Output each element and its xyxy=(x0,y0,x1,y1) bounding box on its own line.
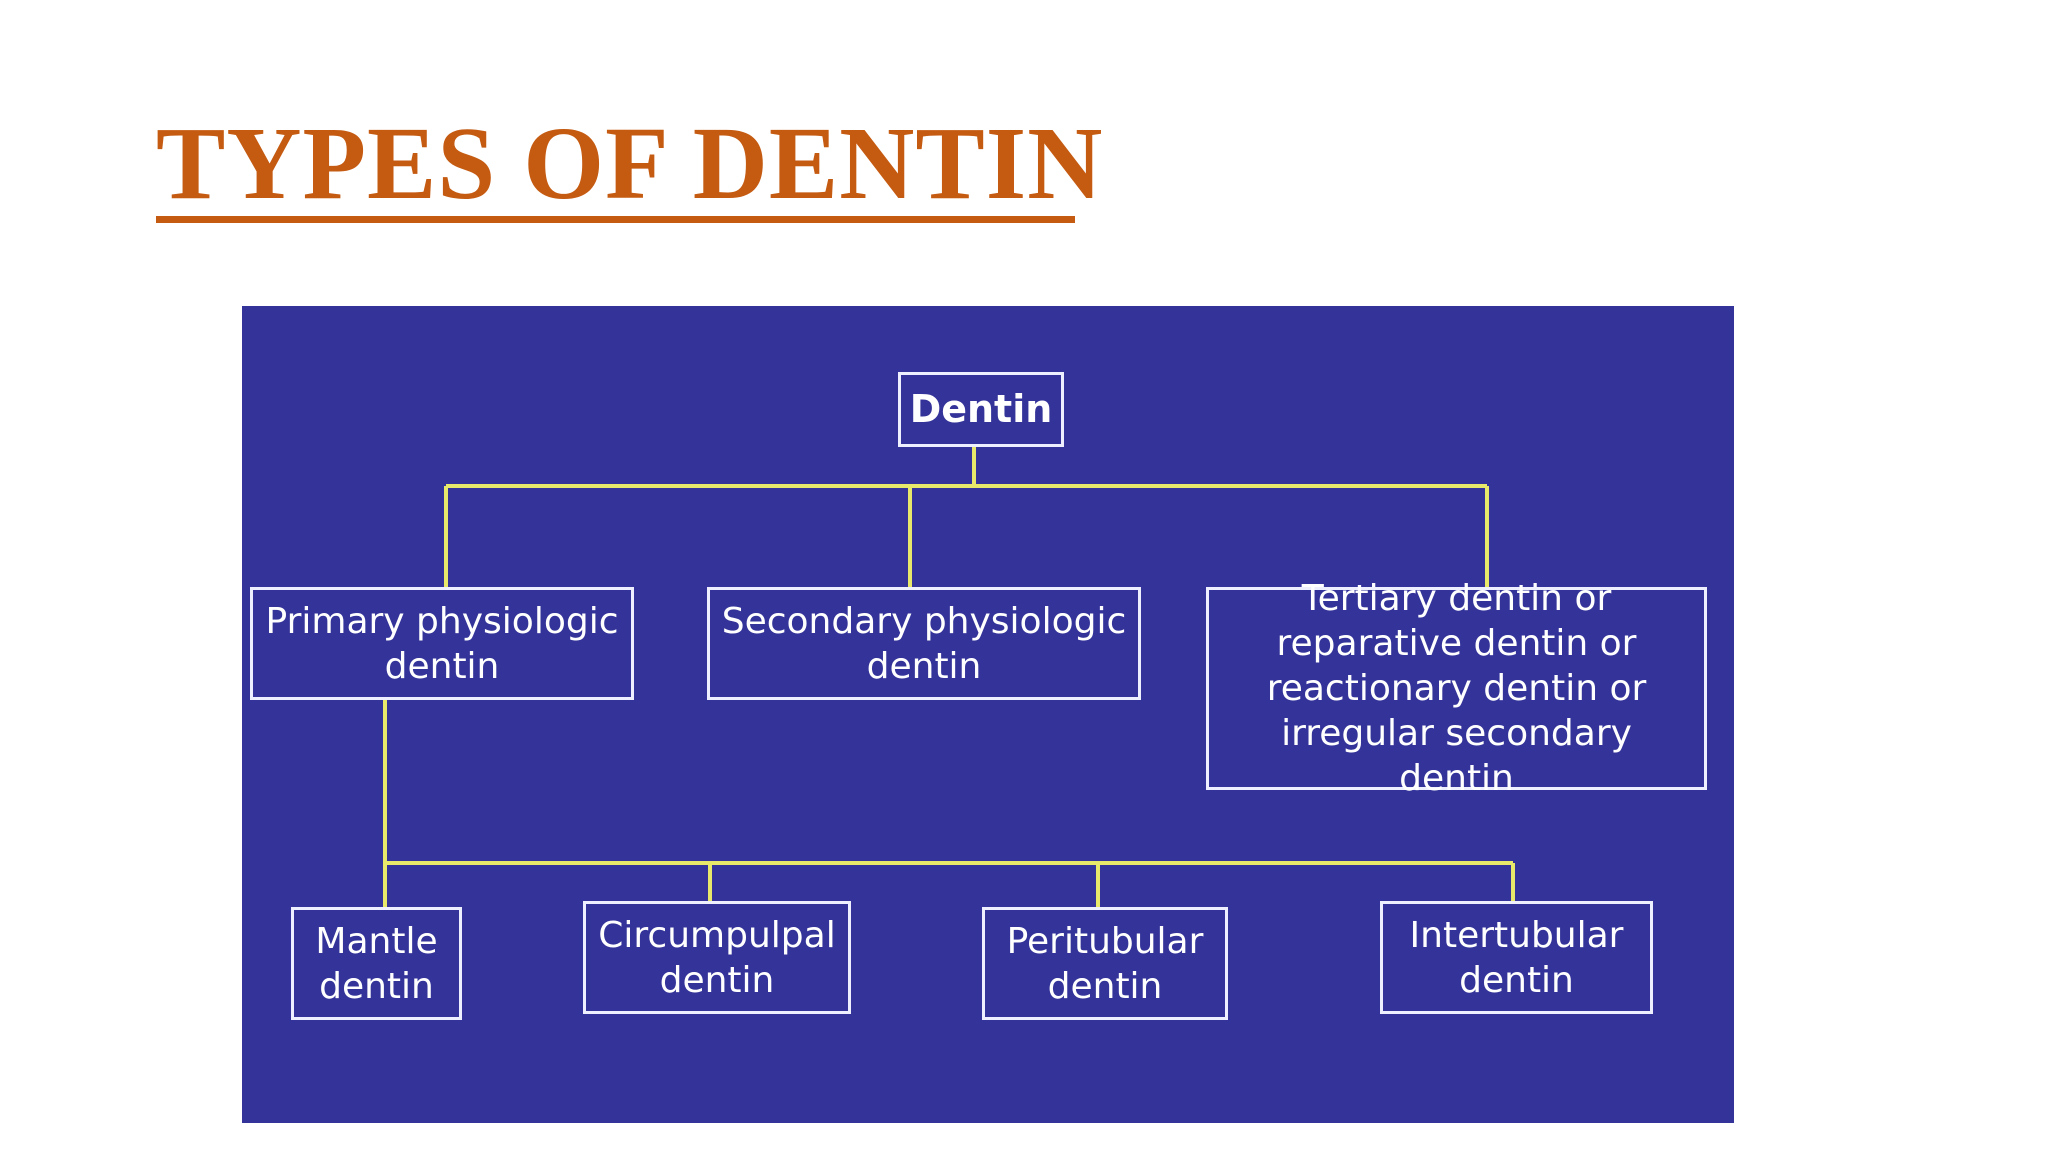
node-secondary-physiologic-dentin: Secondary physiologic dentin xyxy=(707,587,1141,700)
diagram-panel: Dentin Primary physiologic dentin Second… xyxy=(242,306,1734,1123)
node-primary-physiologic-dentin: Primary physiologic dentin xyxy=(250,587,634,700)
node-tertiary-dentin: Tertiary dentin or reparative dentin or … xyxy=(1206,578,1707,799)
slide-title: TYPES OF DENTIN xyxy=(156,106,1104,221)
node-circumpulpal-dentin: Circumpulpal dentin xyxy=(583,901,851,1014)
node-mantle-dentin: Mantle dentin xyxy=(291,907,462,1020)
node-dentin: Dentin xyxy=(898,372,1064,447)
connector-lines xyxy=(383,447,1515,907)
title-underline xyxy=(156,216,1075,223)
node-intertubular-dentin: Intertubular dentin xyxy=(1380,901,1653,1014)
node-peritubular-dentin: Peritubular dentin xyxy=(982,907,1228,1020)
